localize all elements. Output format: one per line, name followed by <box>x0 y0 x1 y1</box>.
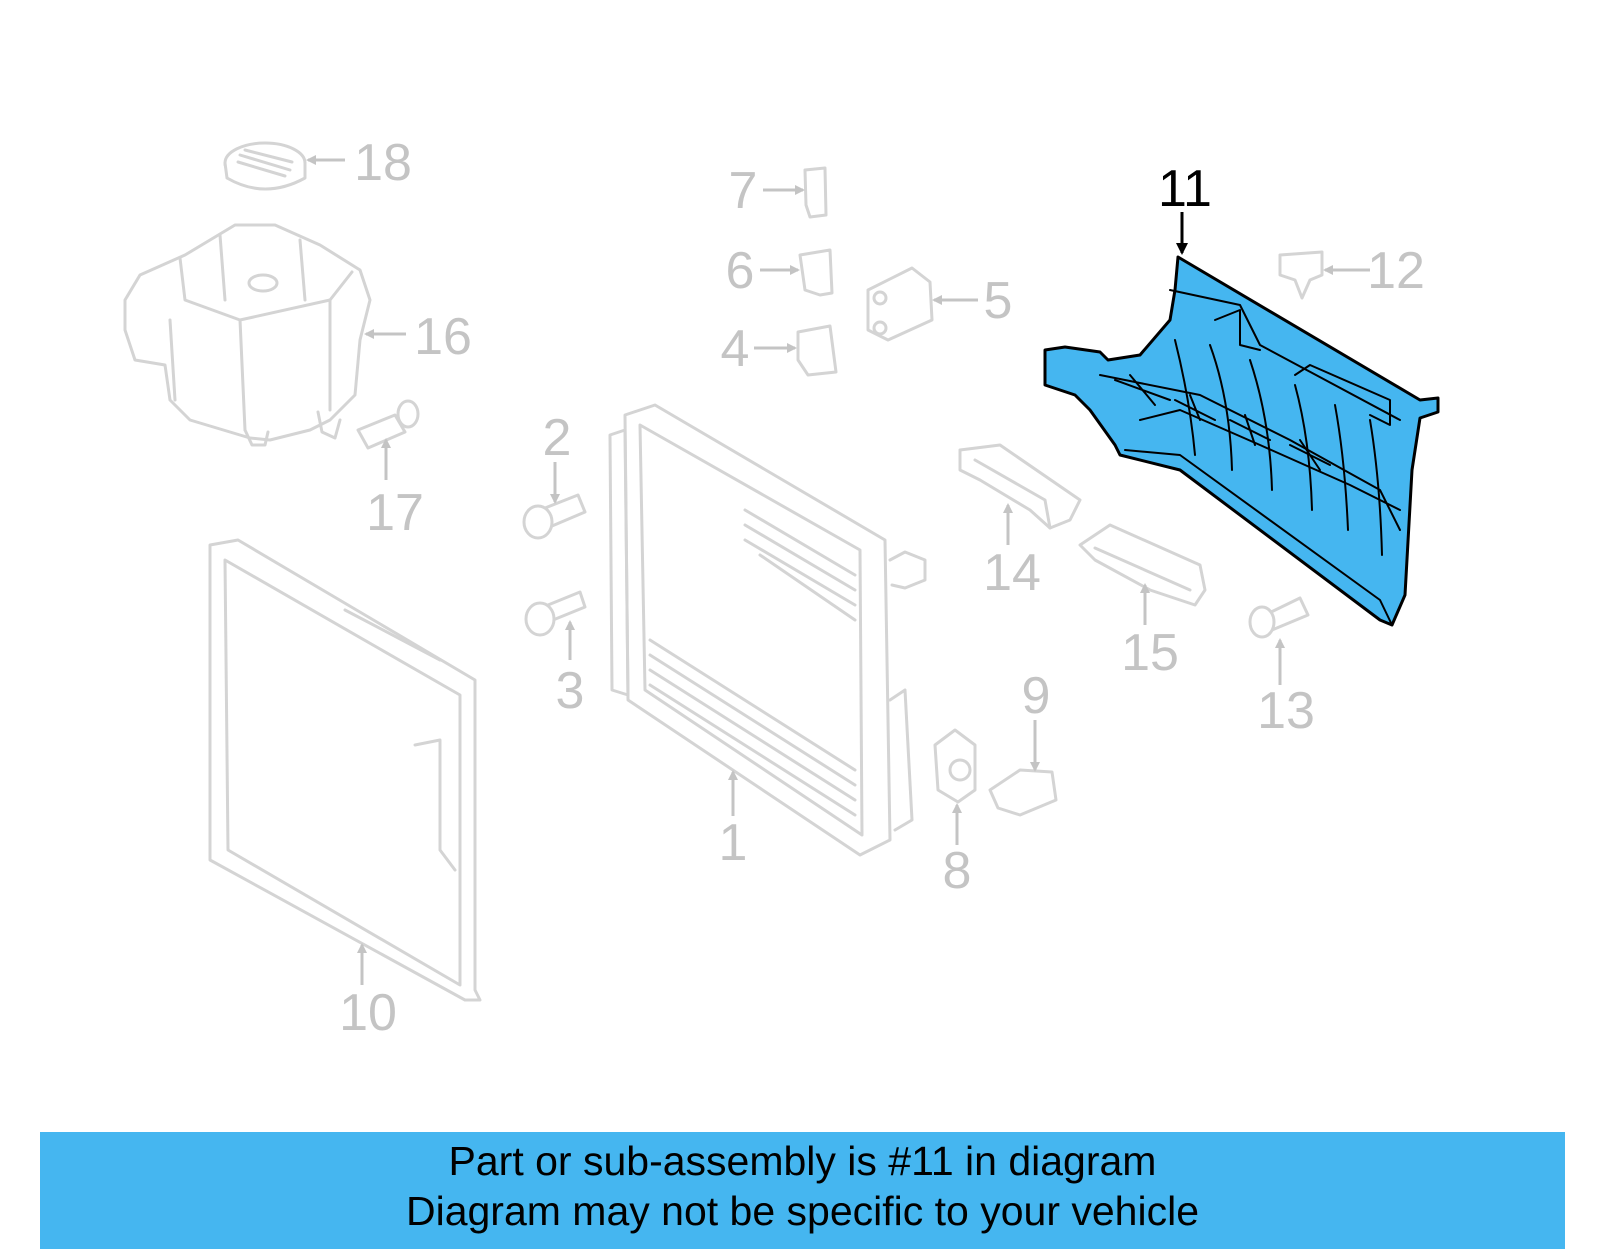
part-9-mount <box>988 768 1058 817</box>
callout-5: 5 <box>984 272 1013 330</box>
part-18-cap <box>223 141 307 191</box>
part-8-mount <box>933 728 977 804</box>
callout-1: 1 <box>719 814 748 872</box>
callout-18: 18 <box>354 134 412 192</box>
callout-14: 14 <box>983 544 1041 602</box>
callout-16: 16 <box>414 308 472 366</box>
part-12-clip <box>1278 250 1324 300</box>
part-11-air-duct <box>1043 255 1440 627</box>
part-1-radiator <box>608 403 927 857</box>
part-13-bolt <box>1248 596 1310 639</box>
callout-9: 9 <box>1022 667 1051 725</box>
banner-part-note: Part or sub-assembly is #11 in diagram <box>448 1138 1157 1184</box>
callout-8: 8 <box>943 842 972 900</box>
part-16-reservoir <box>123 223 372 447</box>
callout-4: 4 <box>721 320 750 378</box>
part-6-grommet <box>798 248 834 297</box>
info-banner: Part or sub-assembly is #11 in diagram D… <box>40 1132 1565 1249</box>
callout-13: 13 <box>1257 682 1315 740</box>
callout-2: 2 <box>543 409 572 467</box>
callout-10: 10 <box>339 984 397 1042</box>
callout-3: 3 <box>556 662 585 720</box>
part-7-grommet <box>803 166 828 219</box>
part-15-bracket <box>1078 523 1207 607</box>
part-2-bolt <box>522 493 587 540</box>
callout-12: 12 <box>1367 242 1425 300</box>
part-17-fitting <box>356 399 420 450</box>
part-10-shroud <box>208 538 482 1002</box>
callout-6: 6 <box>726 242 755 300</box>
callout-15: 15 <box>1121 624 1179 682</box>
callout-7: 7 <box>729 162 758 220</box>
banner-disclaimer: Diagram may not be specific to your vehi… <box>405 1188 1199 1234</box>
callout-11: 11 <box>1158 160 1212 218</box>
part-14-bracket <box>958 443 1082 530</box>
callout-labels: 1 2 3 4 5 6 7 8 9 10 11 12 13 14 15 16 1… <box>339 134 1425 1042</box>
part-5-bracket <box>866 266 934 342</box>
part-3-bolt <box>524 590 587 637</box>
callout-17: 17 <box>366 484 424 542</box>
part-4-insulator <box>796 324 838 377</box>
callout-arrows <box>306 155 1370 985</box>
